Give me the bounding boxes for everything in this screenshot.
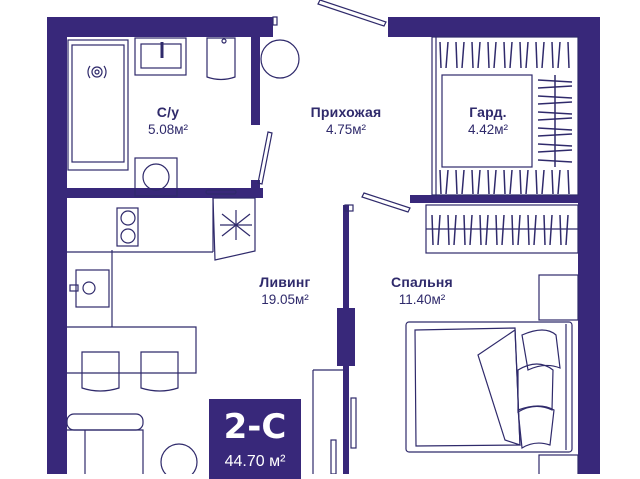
room-label-hallway: Прихожая 4.75м² xyxy=(296,104,396,137)
room-area: 4.75м² xyxy=(325,122,367,137)
bathroom-fixtures xyxy=(67,37,300,197)
room-area: 5.08м² xyxy=(147,122,189,137)
walls xyxy=(47,17,600,474)
wardrobe-fixtures xyxy=(431,36,579,196)
room-name: Гард. xyxy=(469,104,507,120)
room-area: 19.05м² xyxy=(261,292,309,307)
room-label-living: Ливинг 19.05м² xyxy=(240,274,330,307)
room-area: 4.42м² xyxy=(467,122,509,137)
doors xyxy=(257,0,411,213)
room-name: Спальня xyxy=(391,274,453,290)
room-name: С/у xyxy=(156,104,180,120)
room-label-bedroom: Спальня 11.40м² xyxy=(372,274,472,307)
unit-badge: 2-C 44.70 м² xyxy=(209,399,301,479)
room-name: Ливинг xyxy=(259,274,311,290)
room-label-bathroom: С/у 5.08м² xyxy=(126,104,210,137)
unit-code: 2-C xyxy=(223,407,287,447)
kitchen-living-fixtures xyxy=(66,197,357,474)
bedroom-closet xyxy=(405,204,579,474)
room-area: 11.40м² xyxy=(398,292,446,307)
unit-total-area: 44.70 м² xyxy=(224,453,286,470)
room-name: Прихожая xyxy=(310,104,382,120)
room-label-wardrobe: Гард. 4.42м² xyxy=(448,104,528,137)
